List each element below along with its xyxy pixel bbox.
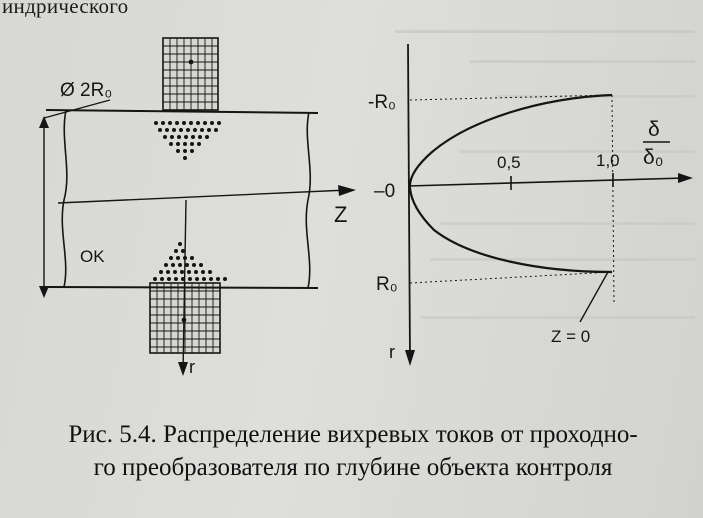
tick-label-05: 0,5: [497, 153, 521, 172]
delta-axis-arrow: [678, 173, 693, 183]
figure-eddy-current-distribution: Ø 2R₀ OK Z r -R₀ –0: [39, 37, 693, 377]
tube-left-break: [61, 109, 68, 288]
upper-eddy-current-dots: [154, 121, 221, 160]
upper-coil-grid: [162, 37, 219, 111]
r-axis-label-right: r: [389, 342, 395, 362]
z-axis-line: [57, 189, 349, 204]
tick-label-10: 1,0: [596, 151, 620, 170]
figure-caption: Рис. 5.4. Распределение вихревых токов о…: [8, 418, 698, 484]
tube-top-wall: [45, 109, 319, 114]
diameter-arrow-bottom: [39, 286, 49, 298]
z-axis-arrow: [338, 185, 356, 196]
ratio-denominator: δ₀: [643, 146, 663, 169]
lower-eddy-current-dots: [153, 242, 227, 281]
dashed-guide-minus-r0: [409, 94, 613, 101]
left-diagram: Ø 2R₀ OK Z r: [39, 37, 356, 377]
label-minus-r0: -R₀: [368, 92, 396, 113]
dashed-guide-plus-r0: [409, 271, 613, 284]
label-origin: –0: [374, 181, 395, 202]
tube-bottom-wall: [45, 286, 319, 289]
dashed-guide-vertical-1: [611, 94, 615, 306]
diameter-arrow-top: [39, 116, 49, 128]
diameter-leader-line: [43, 99, 111, 119]
diameter-label: Ø 2R₀: [60, 80, 112, 101]
caption-line-2: го преобразователя по глубине объекта ко…: [93, 454, 613, 481]
r-axis-arrow-left: [178, 362, 188, 376]
r-axis-label-left: r: [189, 357, 195, 377]
tube-right-break: [305, 111, 312, 289]
depth-distribution-chart: -R₀ –0 R₀ 0,5 1,0 δ δ₀ r Z = 0: [368, 43, 693, 366]
caption-line-1: Рис. 5.4. Распределение вихревых токов о…: [68, 421, 638, 448]
r-axis-line-right: [407, 43, 411, 361]
label-plus-r0: R₀: [376, 274, 398, 295]
curve-annotation-label: Z = 0: [551, 327, 590, 346]
r-axis-line-left: [182, 199, 187, 373]
r-axis-arrow-right: [405, 350, 415, 366]
curve-annotation-leader: [579, 271, 609, 323]
parabola-curve: [408, 93, 613, 274]
ratio-numerator: δ: [648, 118, 660, 141]
object-label-ok: OK: [80, 247, 105, 266]
header-text-fragment: индрического: [2, 0, 129, 18]
delta-axis-line: [407, 177, 686, 187]
z-axis-label: Z: [334, 202, 347, 227]
